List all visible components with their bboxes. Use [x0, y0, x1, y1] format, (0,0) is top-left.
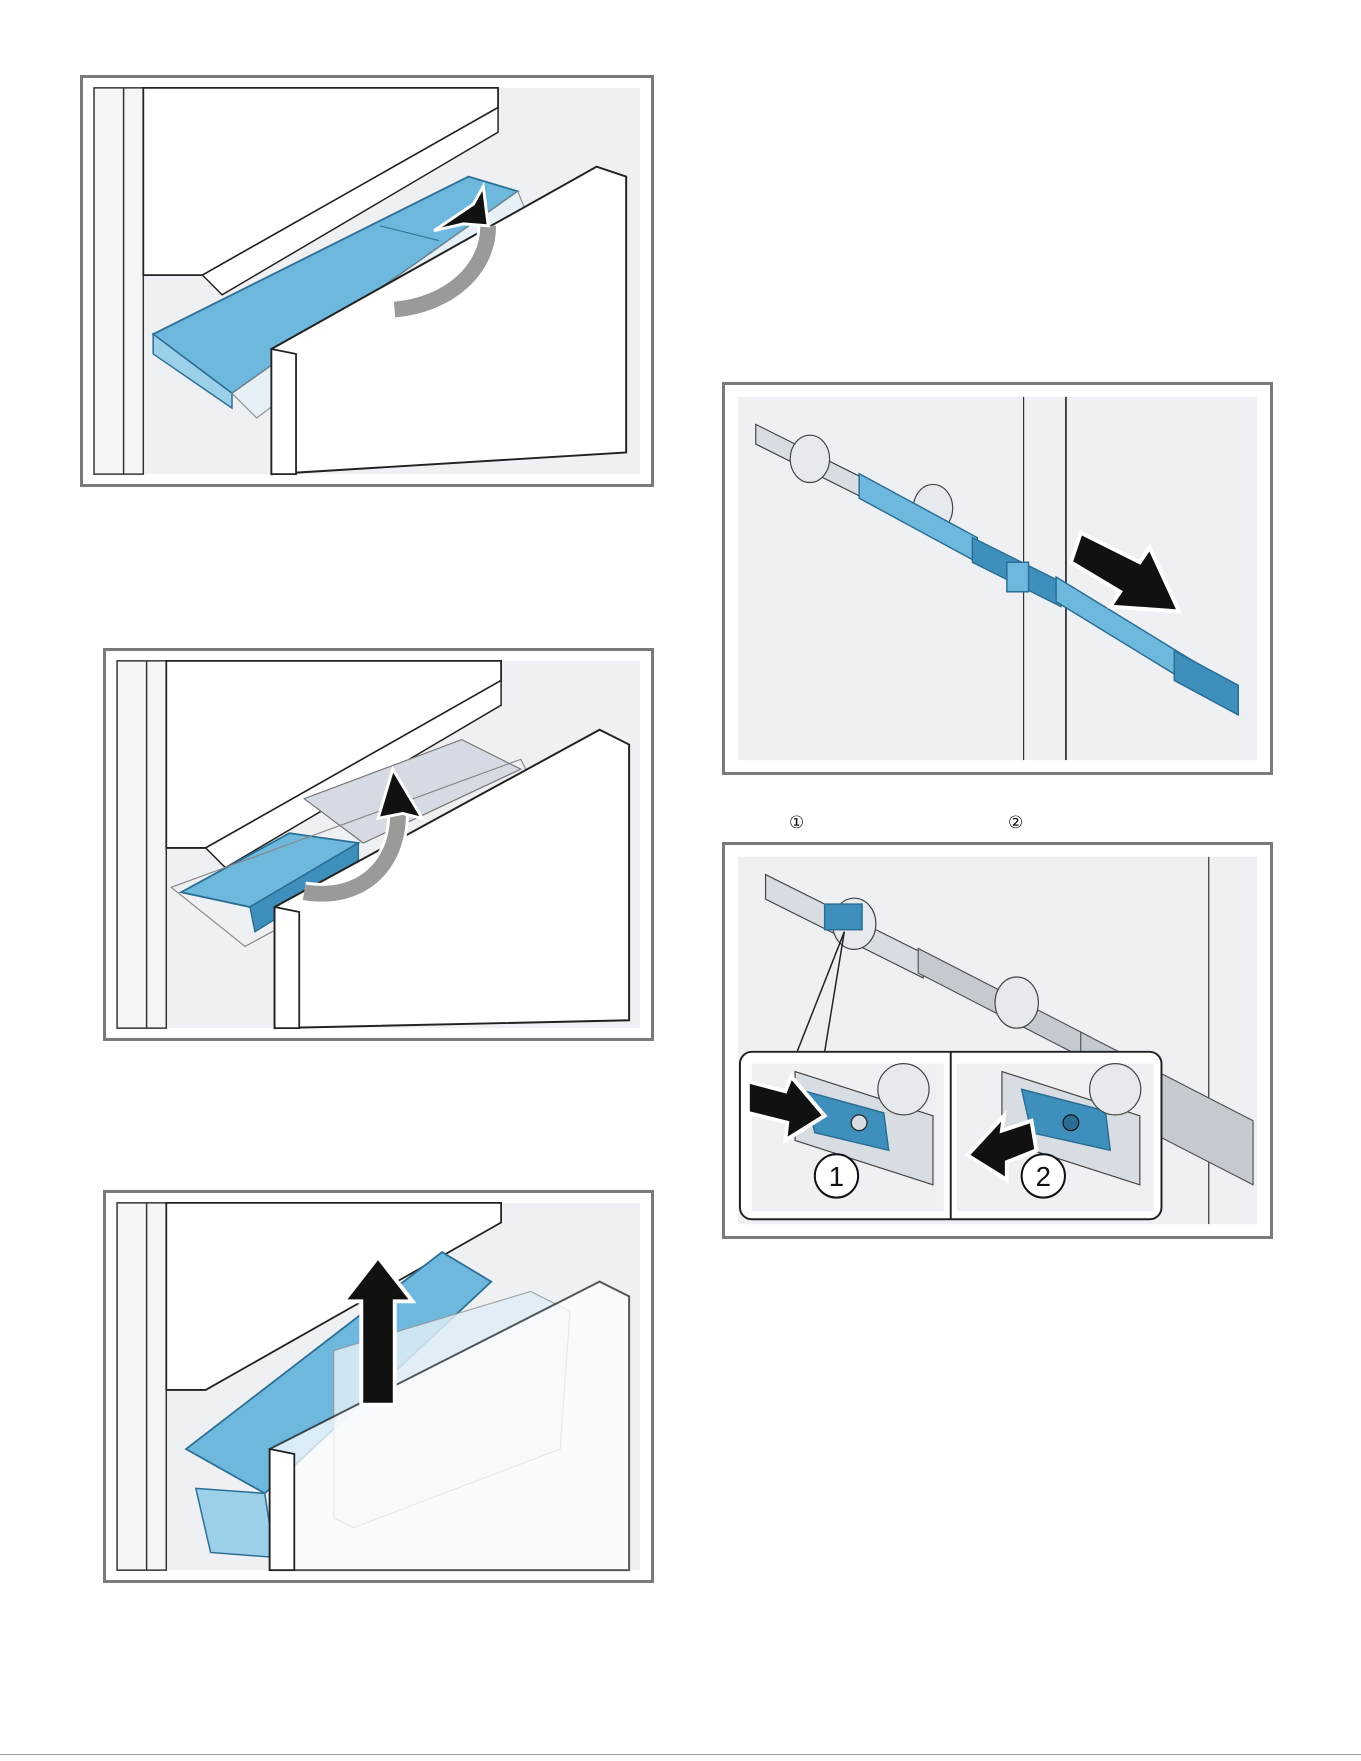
- svg-text:1: 1: [829, 1161, 844, 1192]
- footer-rule: [0, 1754, 1361, 1755]
- figure-3-drawer-lift: [103, 1190, 654, 1583]
- figure-4-telescopic-rail: [722, 382, 1273, 775]
- figure-1-drawer-cover: [80, 75, 654, 487]
- callout-2: 2: [1022, 1154, 1065, 1197]
- figure-3-illustration: [106, 1193, 651, 1580]
- figure-2-illustration: [106, 651, 651, 1038]
- callout-1: 1: [815, 1154, 858, 1197]
- figure-5-illustration: 1 2: [725, 845, 1270, 1236]
- svg-text:2: 2: [1036, 1161, 1051, 1192]
- figure-1-illustration: [83, 78, 651, 484]
- step-marker-2: ②: [1008, 813, 1023, 833]
- figure-5-rail-latch: 1 2: [722, 842, 1273, 1239]
- step-marker-1: ①: [789, 813, 804, 833]
- figure-2-drawer-cover: [103, 648, 654, 1041]
- figure-4-illustration: [725, 385, 1270, 772]
